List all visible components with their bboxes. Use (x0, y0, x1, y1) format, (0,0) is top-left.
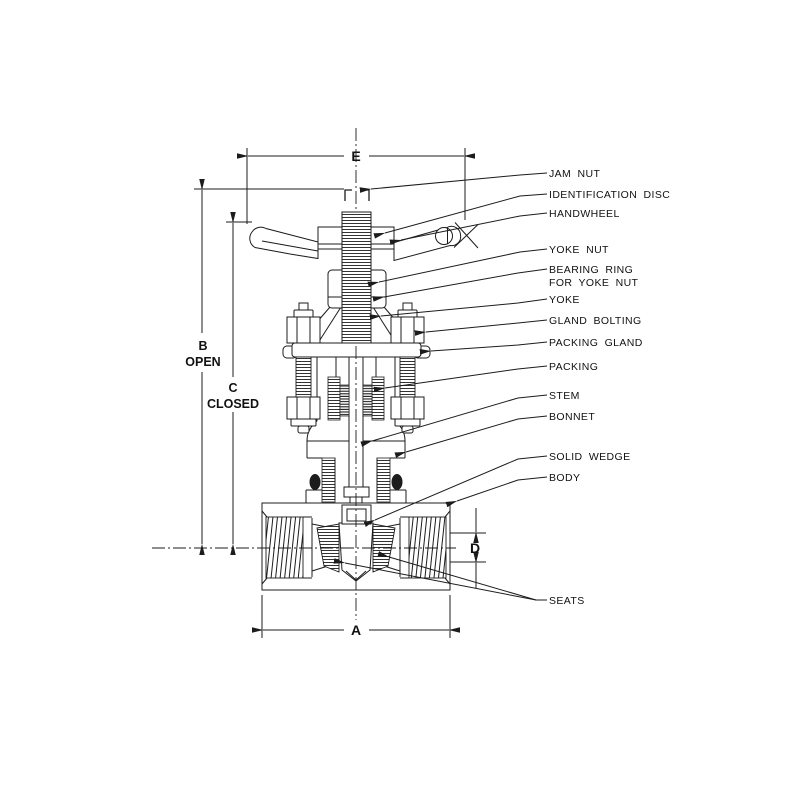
dim-b-sub-label: OPEN (185, 355, 220, 369)
label-body: BODY (549, 472, 580, 484)
bonnet-seal (391, 474, 403, 490)
label-yoke: YOKE (549, 294, 580, 306)
dim-c-label: C (228, 381, 237, 395)
packing-drawing (339, 384, 350, 417)
packing-drawing (362, 384, 373, 417)
dimension-c-closed: C CLOSED (207, 211, 259, 556)
packing-gland-drawing (282, 342, 431, 359)
callout-leaders (333, 172, 548, 601)
port-threads-right (408, 516, 447, 579)
label-yoke-nut: YOKE NUT (549, 244, 609, 256)
label-bearing-ring-line2: FOR YOKE NUT (549, 277, 639, 289)
label-solid-wedge: SOLID WEDGE (549, 451, 631, 463)
dimension-a: A (251, 595, 461, 638)
break-mark-x (453, 222, 479, 249)
body-drawing (261, 502, 451, 591)
stem-drawing (343, 343, 370, 505)
bonnet-seal (309, 474, 321, 490)
dim-c-sub-label: CLOSED (207, 397, 259, 411)
jam-nut-drawing (344, 189, 370, 201)
label-stem: STEM (549, 390, 580, 402)
dim-b-label: B (198, 339, 207, 353)
gland-bolting-drawing (286, 302, 425, 434)
label-bearing-ring-line1: BEARING RING (549, 264, 633, 276)
centerlines (152, 128, 456, 620)
label-packing: PACKING (549, 361, 598, 373)
dim-a-label: A (351, 622, 361, 638)
dimension-b-open: B OPEN (185, 178, 344, 556)
dimension-d: D (450, 508, 486, 588)
label-bonnet: BONNET (549, 411, 595, 423)
callout-labels: JAM NUT IDENTIFICATION DISC HANDWHEEL YO… (549, 168, 670, 607)
label-handwheel: HANDWHEEL (549, 208, 620, 220)
stem-thread-drawing (341, 211, 372, 347)
port-threads-left (265, 516, 304, 579)
label-identification-disc: IDENTIFICATION DISC (549, 189, 670, 201)
label-seats: SEATS (549, 595, 585, 607)
dim-d-label: D (470, 540, 480, 556)
label-jam-nut: JAM NUT (549, 168, 600, 180)
label-packing-gland: PACKING GLAND (549, 337, 643, 349)
label-gland-bolting: GLAND BOLTING (549, 315, 642, 327)
